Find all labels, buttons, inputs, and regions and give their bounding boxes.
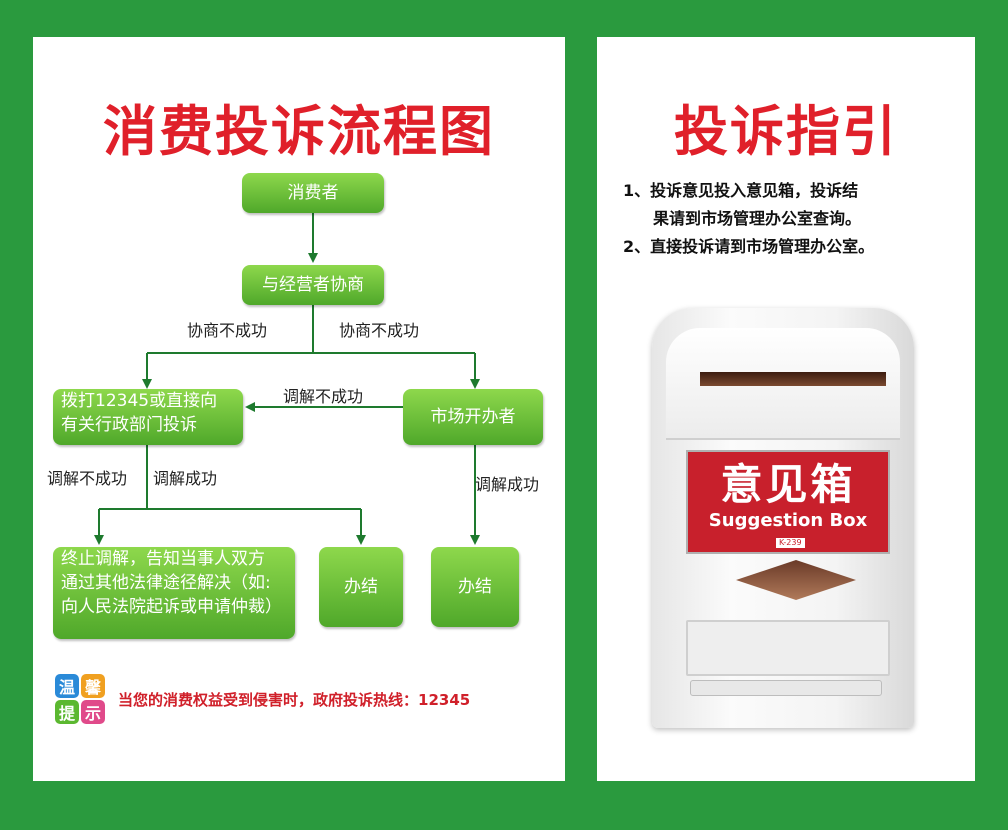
node-terminate: 终止调解，告知当事人双方 通过其他法律途径解决（如: 向人民法院起诉或申请仲裁） bbox=[53, 547, 295, 639]
flowchart-panel: 消费投诉流程图 消费者 与经营者协商 协商不成功 协商不 bbox=[33, 37, 565, 781]
label-mediation-success-right: 调解成功 bbox=[475, 475, 540, 494]
label-negotiate-fail-left: 协商不成功 bbox=[187, 321, 268, 340]
guide-line-1: 1、投诉意见投入意见箱，投诉结 bbox=[623, 181, 859, 200]
guide-line-2: 2、直接投诉请到市场管理办公室。 bbox=[623, 237, 875, 256]
node-terminate-line1: 终止调解，告知当事人双方 bbox=[61, 549, 265, 569]
tip-char-4: 示 bbox=[81, 700, 105, 724]
box-lock-bar bbox=[690, 680, 882, 696]
box-tray bbox=[686, 620, 890, 676]
node-call-line1: 拨打12345或直接向 bbox=[61, 391, 218, 411]
tip-char-2: 馨 bbox=[81, 674, 105, 698]
guide-panel: 投诉指引 1、投诉意见投入意见箱，投诉结 果请到市场管理办公室查询。 2、直接投… bbox=[597, 37, 975, 781]
box-label: 意见箱 Suggestion Box K-239 bbox=[686, 450, 890, 554]
guide-title: 投诉指引 bbox=[674, 100, 898, 163]
flowchart-title: 消费投诉流程图 bbox=[103, 100, 495, 163]
hotline-text: 当您的消费权益受到侵害时，政府投诉热线：12345 bbox=[118, 691, 471, 709]
node-negotiate: 与经营者协商 bbox=[242, 265, 384, 305]
box-model: K-239 bbox=[776, 538, 805, 548]
label-mediation-fail-top: 调解不成功 bbox=[283, 387, 364, 406]
label-mediation-success-left: 调解成功 bbox=[153, 469, 218, 488]
node-consumer: 消费者 bbox=[242, 173, 384, 213]
node-done-1: 办结 bbox=[319, 547, 403, 627]
node-terminate-line3: 向人民法院起诉或申请仲裁） bbox=[61, 597, 282, 617]
warm-tip-icon: 温 馨 提 示 bbox=[55, 674, 107, 726]
tip-char-1: 温 bbox=[55, 674, 79, 698]
node-done-2: 办结 bbox=[431, 547, 519, 627]
node-terminate-line2: 通过其他法律途径解决（如: bbox=[61, 573, 271, 593]
box-label-en: Suggestion Box bbox=[708, 510, 868, 531]
guide-line-1b: 果请到市场管理办公室查询。 bbox=[653, 209, 862, 228]
node-call-line2: 有关行政部门投诉 bbox=[61, 415, 197, 435]
box-label-cn: 意见箱 bbox=[720, 460, 856, 509]
label-negotiate-fail-right: 协商不成功 bbox=[339, 321, 420, 340]
label-mediation-fail-left: 调解不成功 bbox=[47, 469, 128, 488]
suggestion-box-image: 意见箱 Suggestion Box K-239 bbox=[652, 308, 914, 728]
flow-arrows bbox=[94, 213, 480, 545]
box-slot bbox=[700, 372, 886, 386]
node-call-12345: 拨打12345或直接向 有关行政部门投诉 bbox=[53, 389, 243, 445]
node-market-office: 市场开办者 bbox=[403, 389, 543, 445]
tip-char-3: 提 bbox=[55, 700, 79, 724]
